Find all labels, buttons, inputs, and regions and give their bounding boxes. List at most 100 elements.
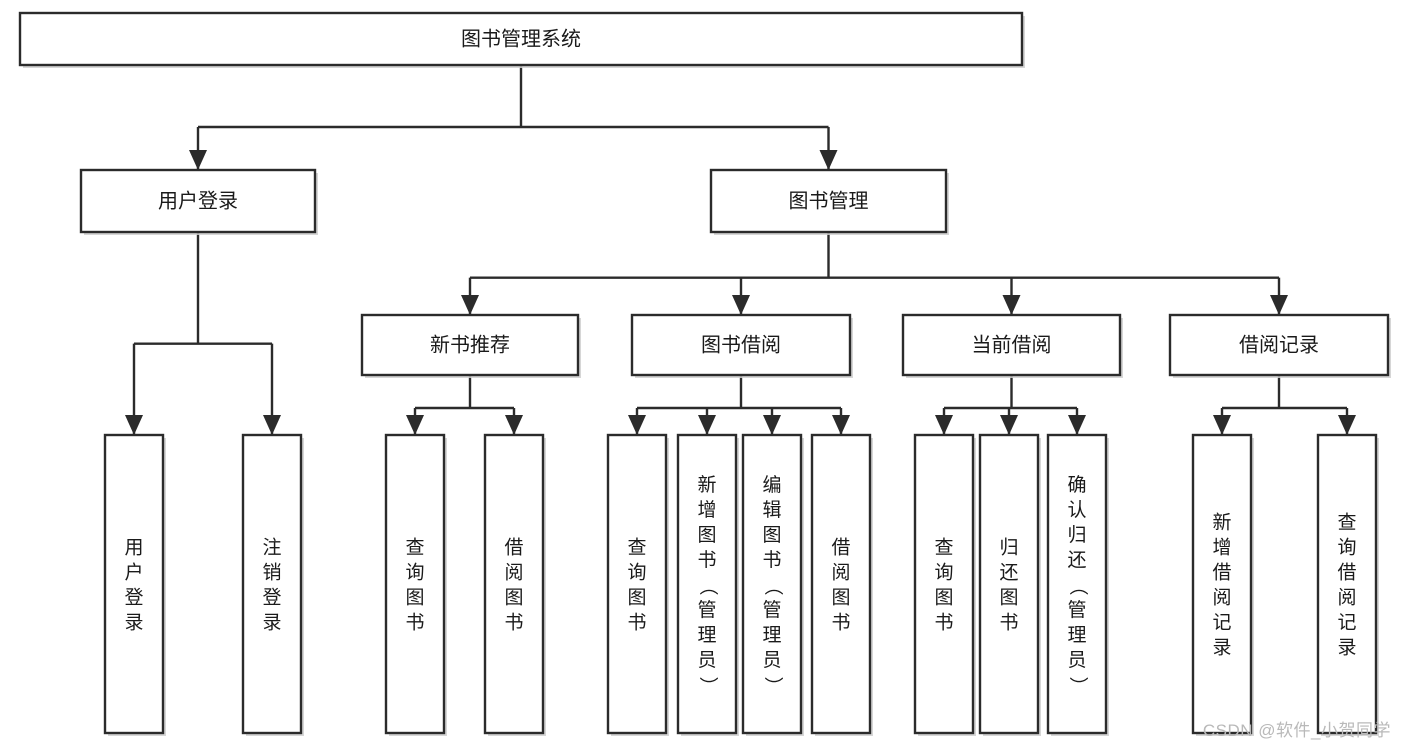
node-label-char: 询: [1337, 537, 1356, 559]
connector-layer: [125, 65, 1356, 435]
node-label-char: 员: [1067, 650, 1086, 671]
node-label-char: 借: [1337, 562, 1356, 584]
arrow-head: [189, 150, 207, 170]
node-box: [103, 433, 165, 735]
node-label-char: 登: [124, 587, 143, 609]
edge-group-book-manage: [461, 232, 1288, 315]
node-label-char: 录: [1337, 638, 1356, 659]
node-label-char: 录: [262, 613, 281, 634]
node-label-char: 书: [405, 612, 424, 634]
node-new-book-rec[interactable]: 新书推荐: [360, 313, 581, 378]
node-label: 新书推荐: [430, 333, 510, 356]
node-label-char: 管: [762, 599, 781, 621]
edge-group-new-book-rec: [406, 375, 523, 435]
node-label-char: 图: [627, 588, 646, 609]
node-label-char: 新: [1212, 512, 1231, 534]
node-current-borrow[interactable]: 当前借阅: [901, 313, 1123, 378]
node-box: [360, 313, 580, 377]
arrow-head: [732, 295, 750, 315]
node-label: 借阅记录: [1239, 333, 1319, 356]
node-box: [901, 313, 1122, 377]
node-label-char: 询: [627, 562, 646, 584]
node-label: 用户登录: [158, 189, 238, 212]
node-label-char: 询: [405, 562, 424, 584]
node-label-char: 管: [697, 599, 716, 621]
arrow-head: [1270, 295, 1288, 315]
node-label-char: 书: [934, 612, 953, 634]
arrow-head: [263, 415, 281, 435]
node-box: [1191, 433, 1253, 735]
node-label-char: 图: [934, 588, 953, 609]
node-label-char: 图: [762, 525, 781, 546]
node-label-char: 阅: [504, 562, 523, 584]
node-label-char: 辑: [762, 499, 781, 521]
node-layer: 图书管理系统用户登录图书管理新书推荐图书借阅当前借阅借阅记录用户登录注销登录查询…: [18, 11, 1391, 736]
node-label-char: 录: [1212, 638, 1231, 659]
node-box: [483, 433, 545, 735]
node-label: 图书管理: [789, 189, 869, 212]
node-box: [630, 313, 852, 377]
node-label-char: 员: [762, 650, 781, 671]
edge-group-borrow-record: [1213, 375, 1356, 435]
node-label-char: 图: [504, 588, 523, 609]
node-box: [741, 433, 803, 735]
node-label-char: 管: [1067, 599, 1086, 621]
edge-group-current-borrow: [935, 375, 1086, 435]
arrow-head: [1338, 415, 1356, 435]
node-label-char: 归: [1067, 524, 1086, 546]
node-borrow-record[interactable]: 借阅记录: [1168, 313, 1391, 378]
node-label-char: 户: [124, 562, 143, 584]
node-label-char: 理: [1067, 625, 1086, 646]
node-label-char: 记: [1212, 612, 1231, 634]
arrow-head: [461, 295, 479, 315]
node-label-char: 书: [762, 549, 781, 571]
arrow-head: [125, 415, 143, 435]
node-label-char: 理: [762, 625, 781, 646]
node-label-char: 记: [1337, 612, 1356, 634]
node-label-char: ）: [1067, 676, 1089, 695]
arrow-head: [1213, 415, 1231, 435]
arrow-head: [1002, 295, 1021, 315]
node-box: [1046, 433, 1108, 735]
arrow-head: [935, 415, 953, 435]
node-label-char: 书: [627, 612, 646, 634]
edge-group-root: [189, 65, 838, 170]
node-label-char: 查: [627, 537, 646, 559]
node-book-borrow[interactable]: 图书借阅: [630, 313, 853, 378]
node-book-manage[interactable]: 图书管理: [709, 168, 949, 235]
node-box: [810, 433, 872, 735]
node-root[interactable]: 图书管理系统: [18, 11, 1025, 68]
node-label-char: ）: [762, 676, 784, 695]
node-label-char: 阅: [1212, 587, 1231, 609]
node-label-char: 阅: [1337, 587, 1356, 609]
node-label-char: 书: [831, 612, 850, 634]
node-label-char: 图: [831, 588, 850, 609]
node-label-char: 认: [1067, 499, 1086, 521]
node-user-login[interactable]: 用户登录: [79, 168, 318, 235]
node-leaf-user-login[interactable]: 用户登录: [103, 433, 166, 736]
node-box: [978, 433, 1040, 735]
node-label-char: 书: [697, 549, 716, 571]
arrow-head: [698, 415, 716, 435]
node-label-char: 还: [1067, 549, 1086, 571]
arrow-head: [406, 415, 424, 435]
node-label-char: 询: [934, 562, 953, 584]
node-label-char: 借: [504, 537, 523, 559]
node-box: [79, 168, 317, 234]
node-label-char: 查: [1337, 512, 1356, 534]
node-label-char: 还: [999, 562, 1018, 584]
node-label-char: 归: [999, 537, 1018, 559]
